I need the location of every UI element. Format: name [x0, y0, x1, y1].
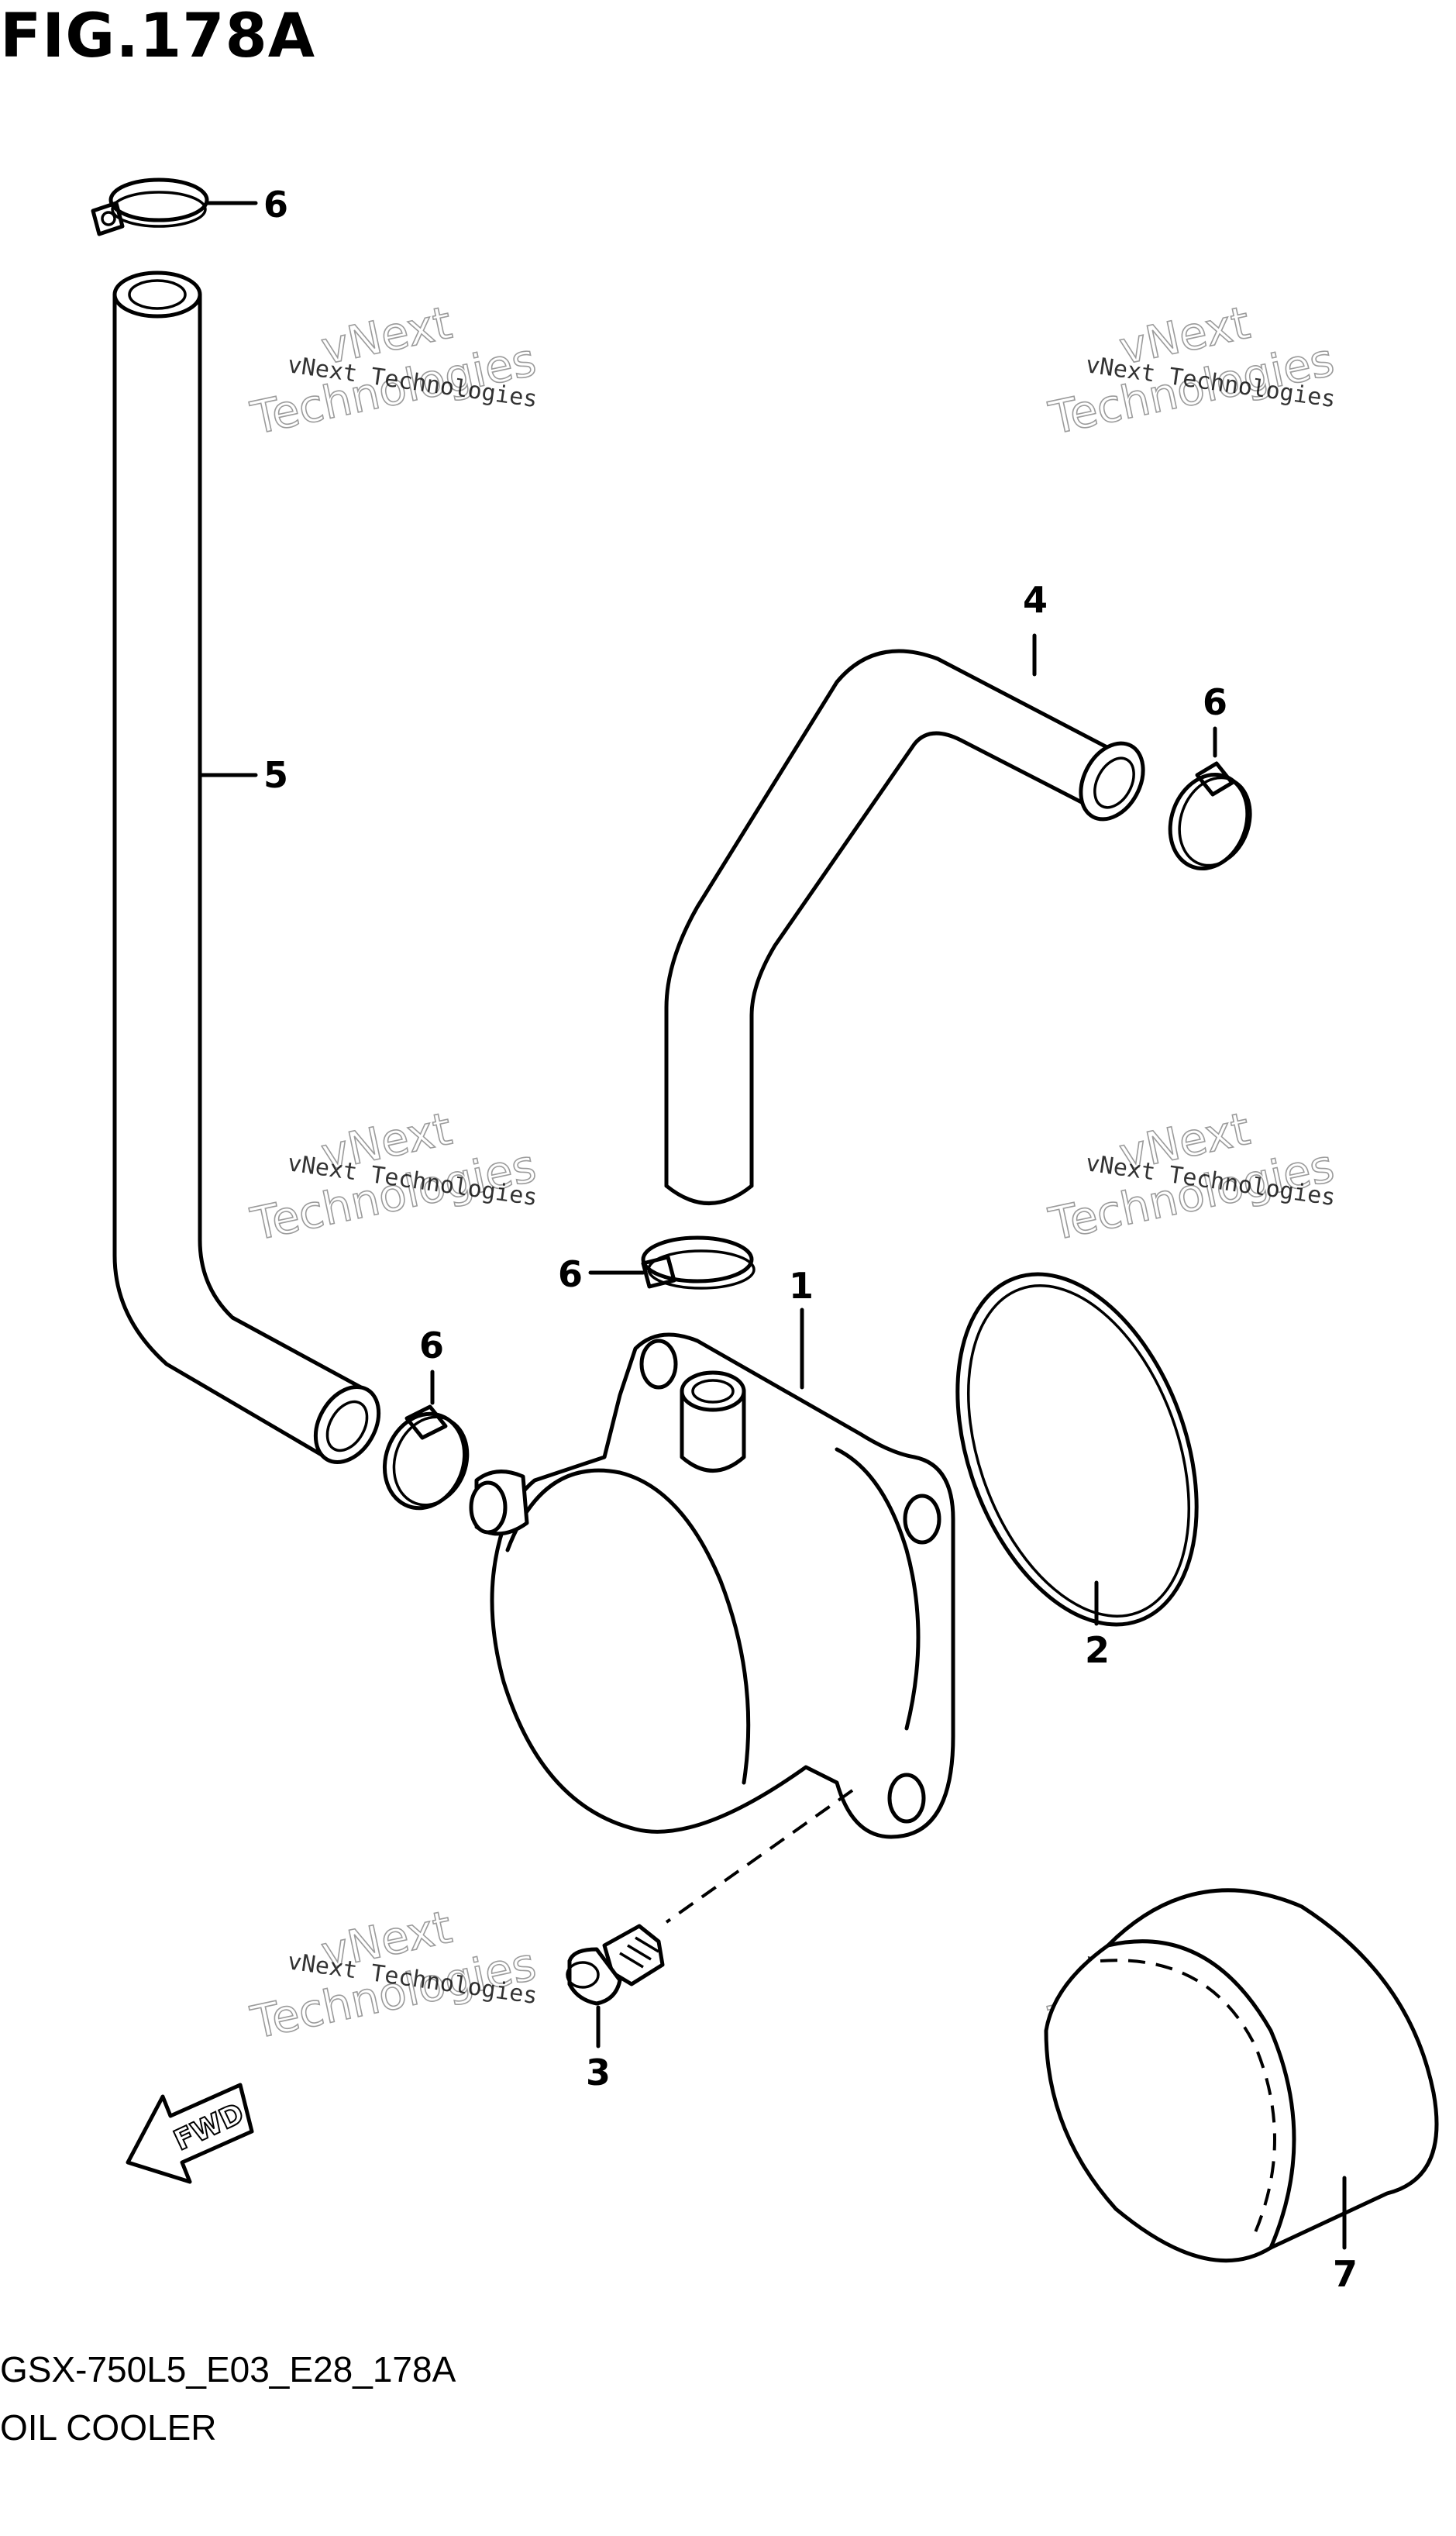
- callout-1: 1: [789, 1265, 814, 1307]
- part-1-oil-cooler[interactable]: 1: [469, 1265, 955, 1839]
- callout-6-right: 6: [1203, 681, 1227, 723]
- part-6-hose-clamp-right[interactable]: 6: [1158, 681, 1262, 880]
- callout-6-left: 6: [419, 1325, 444, 1366]
- part-6-hose-clamp-top[interactable]: 6: [91, 177, 288, 236]
- part-2-o-ring[interactable]: 2: [913, 1241, 1241, 1671]
- part-6-hose-clamp-mid[interactable]: 6: [558, 1235, 756, 1295]
- callout-7: 7: [1333, 2253, 1358, 2295]
- watermark-top-right: Technologies vNext vNext Technologies: [1044, 295, 1339, 446]
- part-6-hose-clamp-left[interactable]: 6: [372, 1325, 480, 1519]
- part-3-bolt[interactable]: 3: [566, 1789, 854, 2093]
- watermark-mid-right: Technologies vNext vNext Technologies: [1044, 1101, 1339, 1252]
- watermark-mid-left: Technologies vNext vNext Technologies: [246, 1101, 541, 1252]
- callout-4: 4: [1023, 579, 1048, 621]
- part-4-bent-hose[interactable]: 4: [664, 579, 1155, 1205]
- figure-title: FIG.178A: [0, 2, 316, 71]
- part-7-oil-filter[interactable]: 7: [1044, 1888, 1439, 2295]
- part-5-long-hose[interactable]: [112, 270, 391, 1473]
- fwd-direction-arrow: FWD: [126, 2083, 254, 2184]
- callout-3: 3: [586, 2052, 611, 2093]
- callout-6-top: 6: [263, 184, 288, 226]
- callout-5: 5: [263, 754, 288, 796]
- watermark-top-left: Technologies vNext vNext Technologies: [246, 295, 541, 446]
- callout-2: 2: [1085, 1629, 1110, 1671]
- watermark-bottom-left: Technologies vNext vNext Technologies: [246, 1900, 541, 2050]
- callout-6-mid: 6: [558, 1253, 583, 1295]
- figure-model-code: GSX-750L5_E03_E28_178A: [0, 2349, 456, 2390]
- figure-section-name: OIL COOLER: [0, 2407, 217, 2448]
